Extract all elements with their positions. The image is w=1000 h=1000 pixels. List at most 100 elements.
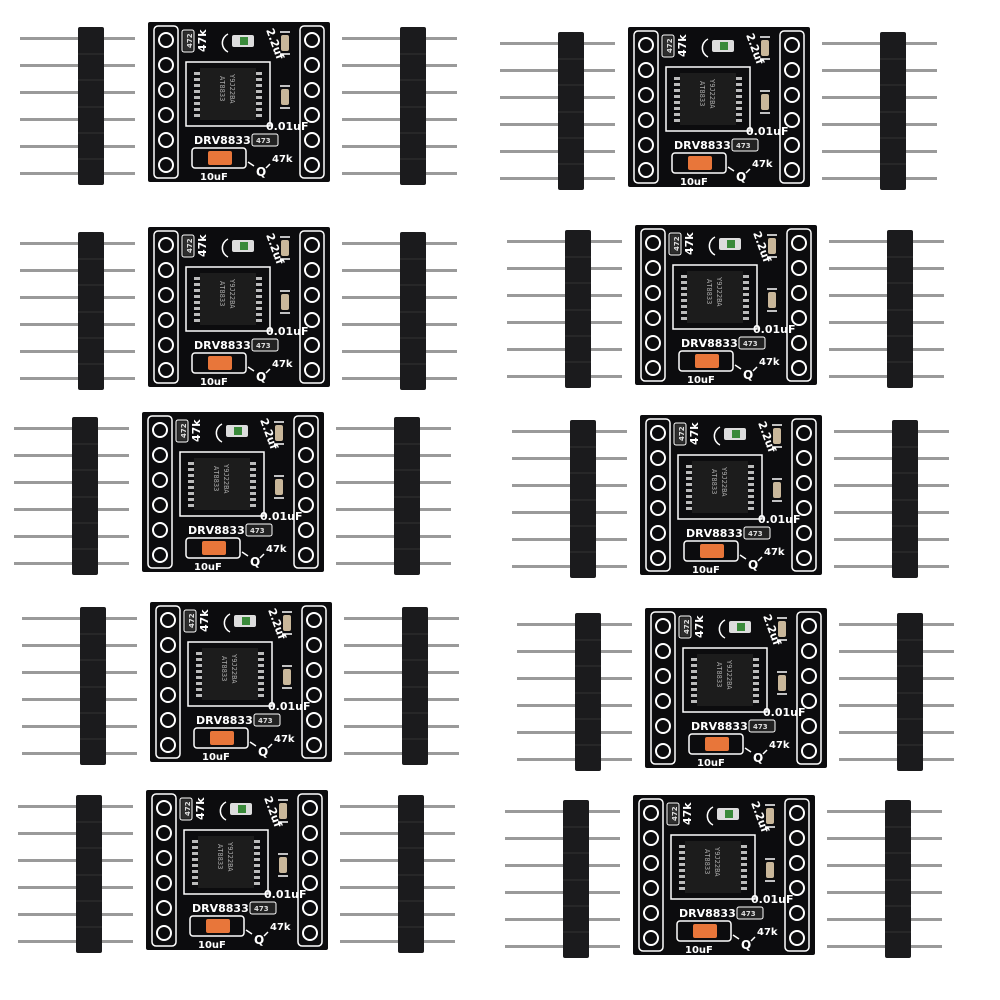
label-0-01uf: 0.01uF <box>260 510 303 523</box>
label-47k-bottom: 47k <box>764 547 785 558</box>
resistor-code-bottom: 473 <box>258 717 273 725</box>
label-10uf: 10uF <box>198 940 226 951</box>
label-q: Q <box>741 938 751 952</box>
chip-marking-2: Y9J22BA <box>713 847 721 877</box>
label-0-01uf: 0.01uF <box>264 888 307 901</box>
resistor-code-top: 472 <box>186 33 194 48</box>
label-q: Q <box>753 751 763 765</box>
label-10uf: 10uF <box>685 945 713 956</box>
pin-header-right <box>826 799 943 959</box>
label-drv8833: DRV8833 <box>691 720 748 733</box>
chip-marking-1: AT8833 <box>710 469 718 494</box>
resistor-code-top: 472 <box>188 613 196 628</box>
label-10uf: 10uF <box>200 172 228 183</box>
pin-header-right <box>341 231 458 391</box>
resistor-code-top: 472 <box>184 801 192 816</box>
pin-header-left <box>17 794 134 954</box>
label-47k-top: 47k <box>693 615 706 638</box>
resistor-code-top: 472 <box>671 806 679 821</box>
chip-marking-1: AT8833 <box>220 656 228 681</box>
pin-header-left <box>19 26 136 186</box>
label-47k-bottom: 47k <box>759 357 780 368</box>
pin-header-left <box>506 229 623 389</box>
label-47k-top: 47k <box>676 34 689 57</box>
pin-header-right <box>343 606 460 766</box>
resistor-code-bottom: 473 <box>741 910 756 918</box>
label-0-01uf: 0.01uF <box>763 706 806 719</box>
label-47k-top: 47k <box>688 422 701 445</box>
chip-marking-2: Y9J22BA <box>222 464 230 494</box>
label-10uf: 10uF <box>200 377 228 388</box>
pin-header-left <box>13 416 130 576</box>
resistor-code-top: 472 <box>180 423 188 438</box>
resistor-code-top: 472 <box>683 619 691 634</box>
label-47k-top: 47k <box>198 609 211 632</box>
pin-header-left <box>499 31 616 191</box>
chip-marking-2: Y9J22BA <box>725 660 733 690</box>
label-47k-top: 47k <box>196 234 209 257</box>
pin-header-right <box>838 612 955 772</box>
chip-marking-1: AT8833 <box>698 81 706 106</box>
label-drv8833: DRV8833 <box>192 902 249 915</box>
chip-marking-2: Y9J22BA <box>226 842 234 872</box>
label-47k-top: 47k <box>681 802 694 825</box>
resistor-code-top: 472 <box>673 236 681 251</box>
label-47k-bottom: 47k <box>272 154 293 165</box>
label-drv8833: DRV8833 <box>196 714 253 727</box>
pin-header-left <box>511 419 628 579</box>
label-0-01uf: 0.01uF <box>753 323 796 336</box>
pin-header-right <box>821 31 938 191</box>
label-10uf: 10uF <box>202 752 230 763</box>
pin-header-right <box>339 794 456 954</box>
label-47k-bottom: 47k <box>769 740 790 751</box>
label-10uf: 10uF <box>194 562 222 573</box>
resistor-code-bottom: 473 <box>250 527 265 535</box>
resistor-code-bottom: 473 <box>753 723 768 731</box>
resistor-code-bottom: 473 <box>736 142 751 150</box>
label-0-01uf: 0.01uF <box>751 893 794 906</box>
chip-marking-2: Y9J22BA <box>720 467 728 497</box>
label-q: Q <box>250 555 260 569</box>
chip-marking-1: AT8833 <box>715 662 723 687</box>
label-drv8833: DRV8833 <box>194 339 251 352</box>
pin-header-left <box>21 606 138 766</box>
label-q: Q <box>254 933 264 947</box>
label-47k-bottom: 47k <box>274 734 295 745</box>
label-drv8833: DRV8833 <box>686 527 743 540</box>
resistor-code-top: 472 <box>678 426 686 441</box>
pin-header-right <box>335 416 452 576</box>
resistor-code-bottom: 473 <box>748 530 763 538</box>
chip-marking-2: Y9J22BA <box>230 654 238 684</box>
chip-marking-1: AT8833 <box>218 281 226 306</box>
label-q: Q <box>258 745 268 759</box>
label-47k-top: 47k <box>194 797 207 820</box>
pin-header-left <box>19 231 136 391</box>
label-drv8833: DRV8833 <box>188 524 245 537</box>
label-0-01uf: 0.01uF <box>746 125 789 138</box>
label-q: Q <box>256 165 266 179</box>
resistor-code-bottom: 473 <box>256 137 271 145</box>
resistor-code-bottom: 473 <box>743 340 758 348</box>
pin-header-right <box>341 26 458 186</box>
label-10uf: 10uF <box>692 565 720 576</box>
pin-header-left <box>516 612 633 772</box>
label-0-01uf: 0.01uF <box>268 700 311 713</box>
label-47k-bottom: 47k <box>270 922 291 933</box>
label-47k-top: 47k <box>683 232 696 255</box>
label-drv8833: DRV8833 <box>679 907 736 920</box>
